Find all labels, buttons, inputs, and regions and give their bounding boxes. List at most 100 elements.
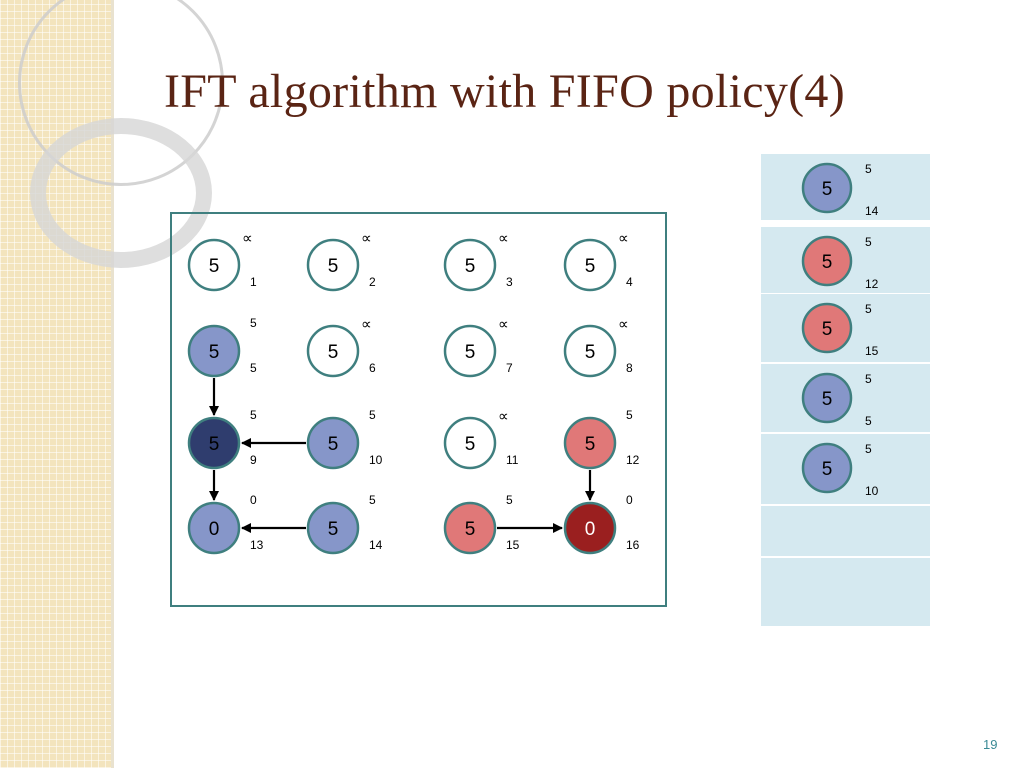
node-value: 5	[465, 434, 476, 455]
node-index: 14	[369, 538, 383, 552]
node-circle	[563, 238, 617, 292]
node-circle	[306, 501, 360, 555]
node-value: 5	[585, 342, 596, 363]
node-index: 15	[506, 538, 520, 552]
node-cost: 0	[626, 493, 633, 507]
graph-node-7: 5 ∝ 7	[443, 316, 513, 378]
node-cost: 5	[506, 493, 513, 507]
node-cost: ∝	[618, 316, 629, 333]
queue-node-index: 5	[865, 414, 872, 428]
graph-node-14: 5 5 14	[306, 493, 383, 555]
graph-node-9: 5 5 9	[187, 408, 257, 470]
graph-node-8: 5 ∝ 8	[563, 316, 633, 378]
node-index: 6	[369, 361, 376, 375]
slide-title: IFT algorithm with FIFO policy(4)	[164, 65, 845, 118]
node-circle	[306, 324, 360, 378]
node-value: 5	[585, 256, 596, 277]
graph-node-4: 5 ∝ 4	[563, 230, 633, 292]
node-circle	[306, 416, 360, 470]
node-index: 13	[250, 538, 264, 552]
queue-node-cost: 5	[865, 162, 872, 176]
node-index: 4	[626, 275, 633, 289]
queue-node-value: 5	[822, 252, 833, 273]
queue-node-cost: 5	[865, 235, 872, 249]
node-circle	[563, 416, 617, 470]
queue-node-cost: 5	[865, 372, 872, 386]
node-value: 5	[328, 519, 339, 540]
node-circle	[563, 324, 617, 378]
node-index: 16	[626, 538, 640, 552]
node-cost: 0	[250, 493, 257, 507]
node-cost: 5	[369, 493, 376, 507]
queue-node-index: 14	[865, 204, 879, 218]
graph-node-2: 5 ∝ 2	[306, 230, 376, 292]
node-value: 5	[465, 342, 476, 363]
node-circle	[443, 238, 497, 292]
queue-node-value: 5	[822, 179, 833, 200]
graph-node-1: 5∝1	[187, 230, 257, 292]
queue-node-index: 12	[865, 277, 879, 291]
node-circle	[443, 501, 497, 555]
graph-node-3: 5 ∝ 3	[443, 230, 513, 292]
node-circle	[306, 238, 360, 292]
node-value: 5	[209, 434, 220, 455]
strip-edge	[111, 0, 114, 768]
page-number: 19	[983, 737, 998, 752]
queue-node-circle	[801, 302, 853, 354]
queue-node-circle	[801, 235, 853, 287]
queue-cell	[761, 558, 930, 626]
node-cost: 5	[250, 408, 257, 422]
queue-node-circle	[801, 372, 853, 424]
node-cost: ∝	[498, 316, 509, 333]
node-index: 7	[506, 361, 513, 375]
node-circle	[563, 501, 617, 555]
graph-node-6: 5 ∝ 6	[306, 316, 376, 378]
node-cost: ∝	[361, 316, 372, 333]
queue-item: 5 5 14	[801, 162, 879, 218]
queue-node-circle	[801, 442, 853, 494]
node-cost: 5	[626, 408, 633, 422]
node-value: 5	[328, 342, 339, 363]
node-value: 0	[209, 519, 220, 540]
node-index: 8	[626, 361, 633, 375]
queue-node-index: 15	[865, 344, 879, 358]
node-index: 10	[369, 453, 383, 467]
node-cost: ∝	[498, 408, 509, 425]
node-circle	[187, 324, 241, 378]
node-index: 3	[506, 275, 513, 289]
node-cost: 5	[250, 316, 257, 330]
node-index: 9	[250, 453, 257, 467]
node-value: 5	[465, 519, 476, 540]
queue-item: 5 5 5	[801, 372, 872, 428]
node-cost: ∝	[361, 230, 372, 247]
node-cost: ∝	[498, 230, 509, 247]
queue-node-value: 5	[822, 389, 833, 410]
node-circle	[443, 324, 497, 378]
graph-node-5: 555	[187, 316, 257, 378]
node-value: 5	[465, 256, 476, 277]
queue-item: 5 5 12	[801, 235, 879, 291]
graph-node-13: 0 0 13	[187, 493, 264, 555]
node-cost: ∝	[618, 230, 629, 247]
node-index: 1	[250, 275, 257, 289]
node-index: 5	[250, 361, 257, 375]
queue-node-index: 10	[865, 484, 879, 498]
queue-item: 5 5 10	[801, 442, 879, 498]
node-value: 0	[585, 519, 596, 540]
node-value: 5	[585, 434, 596, 455]
node-cost: 5	[369, 408, 376, 422]
node-circle	[187, 501, 241, 555]
node-index: 2	[369, 275, 376, 289]
graph-diagram: 5∝15∝25∝35∝45555∝65∝75∝855955105∝1155120…	[187, 230, 640, 555]
queue-cell	[761, 506, 930, 556]
queue-node-value: 5	[822, 459, 833, 480]
node-value: 5	[328, 256, 339, 277]
graph-node-11: 5∝11	[443, 408, 519, 470]
queue-node-value: 5	[822, 319, 833, 340]
graph-node-16: 0 0 16	[563, 493, 640, 555]
queue-node-cost: 5	[865, 442, 872, 456]
